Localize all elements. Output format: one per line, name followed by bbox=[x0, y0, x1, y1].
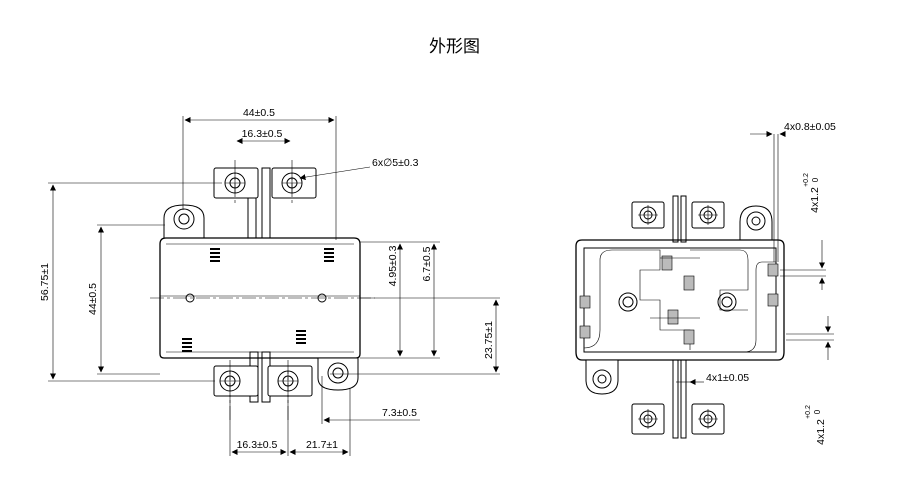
dim-pin-thickness: 4x0.8±0.05 bbox=[784, 121, 836, 133]
side-body bbox=[575, 239, 785, 361]
tol-bottom-lower: 0 bbox=[813, 409, 822, 414]
dim-pin-width-top: 4x1.2 bbox=[809, 187, 821, 213]
tol-bottom-upper: +0.2 bbox=[805, 405, 812, 419]
dim-offset-a: 4.95±0.3 bbox=[387, 245, 399, 286]
side-top-terminal-right bbox=[691, 201, 725, 229]
bottom-terminal-left bbox=[213, 365, 259, 397]
dim-pin-width-mid: 4x1±0.05 bbox=[706, 372, 749, 384]
side-top-lug bbox=[739, 205, 773, 241]
tol-top-lower: 0 bbox=[811, 177, 820, 182]
tol-top-upper: +0.2 bbox=[803, 173, 810, 187]
dim-terminal-offset: 21.7±1 bbox=[306, 439, 338, 451]
dim-mount-height: 23.75±1 bbox=[483, 321, 495, 359]
dim-body-height: 44±0.5 bbox=[87, 283, 99, 315]
drawing-title: 外形图 bbox=[429, 37, 480, 57]
bottom-terminal-right bbox=[267, 365, 313, 397]
dim-terminal-pitch-bottom: 16.3±0.5 bbox=[237, 439, 278, 451]
dim-pin-width-bottom: 4x1.2 bbox=[815, 419, 827, 445]
dim-overall-height: 56.75±1 bbox=[39, 263, 51, 301]
dim-hole-spec: 6x∅5±0.3 bbox=[372, 157, 419, 169]
dim-mount-offset: 7.3±0.5 bbox=[382, 407, 417, 419]
dim-terminal-pitch-top: 16.3±0.5 bbox=[242, 128, 283, 140]
top-terminal-right bbox=[271, 167, 317, 199]
side-top-terminal-left bbox=[631, 201, 665, 229]
side-bottom-terminal-left bbox=[631, 403, 665, 435]
dim-offset-b: 6.7±0.5 bbox=[421, 246, 433, 281]
dim-overall-width: 44±0.5 bbox=[243, 107, 275, 119]
side-bottom-terminal-right bbox=[691, 403, 725, 435]
front-view: 44±0.5 16.3±0.5 6x∅5±0.3 56.75±1 44±0.5 … bbox=[39, 107, 500, 456]
side-view: 4x0.8±0.05 4x1.2 +0.2 0 4x1±0.05 4x1.2 +… bbox=[575, 121, 836, 445]
side-bottom-lug bbox=[585, 359, 619, 395]
top-mount-lug bbox=[163, 204, 205, 239]
vent-slots bbox=[182, 248, 334, 352]
relay-body bbox=[159, 237, 361, 359]
